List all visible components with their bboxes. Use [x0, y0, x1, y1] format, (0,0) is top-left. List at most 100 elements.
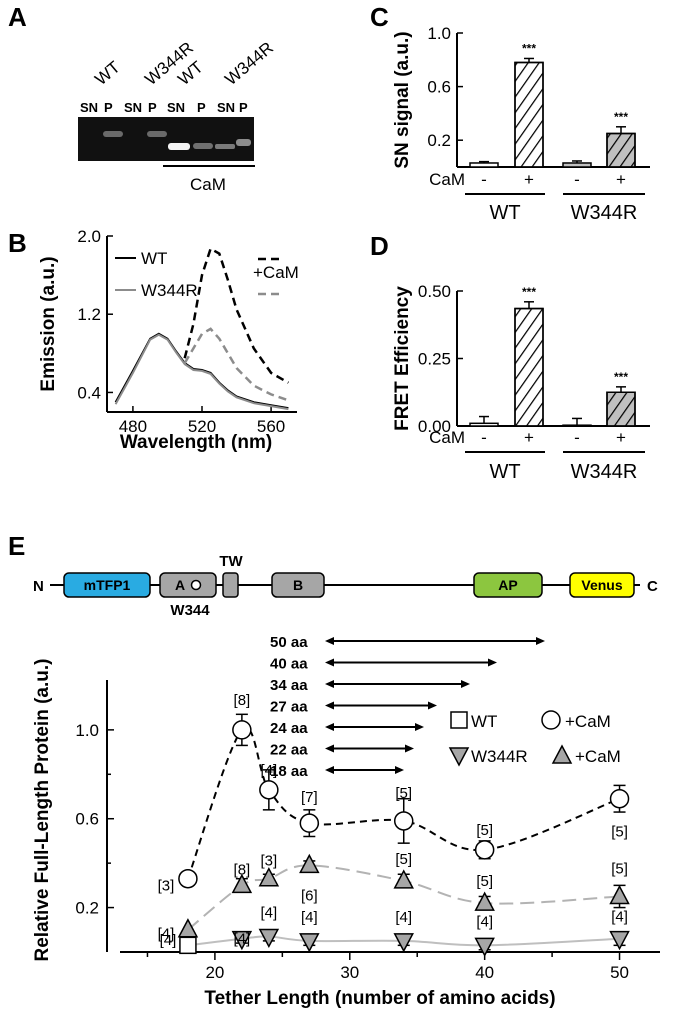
cam-sign: - [481, 428, 487, 447]
cam-sign: + [524, 428, 534, 447]
x-tick-label: 480 [119, 417, 147, 436]
mutation-label: W344 [170, 602, 210, 619]
marker-triangle-up [177, 918, 199, 938]
cam-sign: + [524, 170, 534, 189]
marker-triangle-up [393, 869, 414, 889]
arrow-head [325, 766, 334, 774]
legend-label: +CaM [575, 747, 621, 766]
legend-label: W344R [141, 281, 198, 300]
y-tick-label: 0.00 [418, 417, 451, 436]
n-label: [4] [301, 909, 318, 926]
tether-label: 18 aa [270, 763, 308, 780]
n-label: [4] [611, 909, 628, 926]
arrow-head [325, 744, 334, 753]
marker-triangle-down [258, 928, 280, 949]
cam-label: CaM [190, 175, 226, 194]
x-tick-label: 40 [475, 963, 494, 982]
marker-triangle-up [474, 891, 495, 911]
marker-triangle-down [474, 937, 495, 957]
bar-hatch [514, 61, 544, 168]
arrow-head [428, 701, 437, 710]
panel-a: A WT W344R WT W344R SN P SN P SN P SN P … [8, 2, 277, 194]
marker-triangle-down [609, 930, 630, 951]
domain-mtfp1 [63, 572, 151, 598]
marker-circle [299, 813, 320, 833]
panel-letter-c: C [370, 2, 389, 32]
n-label: [5] [395, 851, 412, 868]
marker-square [450, 711, 468, 729]
arrow-head [325, 701, 334, 710]
marker-triangle-up [609, 884, 630, 905]
y-axis-label: SN signal (a.u.) [392, 31, 413, 168]
n-label: [4] [261, 762, 278, 779]
legend-label: WT [141, 249, 167, 268]
lane-label: P [197, 100, 206, 115]
bar-hatch [606, 132, 636, 168]
y-axis-label: Emission (a.u.) [38, 256, 59, 391]
panel-letter-e: E [8, 531, 25, 561]
x-tick-label: 30 [340, 963, 359, 982]
y-tick-label: 2.0 [77, 227, 101, 246]
lane-label: SN [80, 100, 98, 115]
panel-letter-a: A [8, 2, 27, 32]
x-axis-label: Wavelength (nm) [120, 432, 272, 453]
arrow-head [405, 744, 414, 753]
marker-circle [541, 710, 561, 730]
n-label: [4] [261, 904, 278, 921]
tether-label: 24 aa [270, 720, 308, 737]
legend-label: +CaM [253, 263, 299, 282]
tether-label: 22 aa [270, 742, 308, 759]
marker-circle [232, 720, 252, 740]
significance-label: *** [522, 41, 536, 55]
cam-sign: - [574, 170, 580, 189]
construct-diagram: N C mTFP1 A TW B AP Venus W344 [33, 553, 658, 619]
marker-triangle-up [551, 744, 573, 764]
panel-letter-d: D [370, 231, 389, 261]
tether-label: 40 aa [270, 656, 308, 673]
arrow-head [325, 658, 334, 667]
arrow-head [488, 658, 497, 667]
c-terminus: C [647, 578, 658, 595]
y-tick-label: 0.25 [418, 350, 451, 369]
y-tick-label: 0.6 [75, 810, 99, 829]
y-tick-label: 1.0 [75, 721, 99, 740]
n-label: [8] [234, 692, 251, 709]
cam-row-label: CaM [429, 170, 465, 189]
bar-hatch [606, 391, 636, 427]
panel-letter-b: B [8, 228, 27, 258]
n-label: [4] [476, 913, 493, 930]
n-label: [5] [611, 824, 628, 841]
marker-triangle-up [299, 853, 320, 874]
series-line [114, 333, 289, 411]
cam-row-label: CaM [429, 428, 465, 447]
gel-band [236, 139, 251, 146]
x-tick-label: 520 [188, 417, 216, 436]
gel-band [193, 143, 213, 149]
significance-label: *** [522, 285, 536, 299]
marker-triangle-up [258, 867, 280, 887]
marker-circle [259, 780, 279, 800]
series-line [183, 327, 289, 402]
legend-label: WT [471, 712, 497, 731]
y-tick-label: 1.2 [77, 305, 101, 324]
lane-label: P [239, 100, 248, 115]
lane-label: SN [124, 100, 142, 115]
lane-group-label: WT [91, 58, 123, 90]
y-tick-label: 1.0 [427, 24, 451, 43]
n-label: [3] [261, 853, 278, 870]
gel-band [168, 143, 190, 150]
bar [469, 422, 499, 427]
group-label: W344R [571, 461, 638, 483]
y-tick-label: 0.2 [75, 899, 99, 918]
bar [562, 424, 592, 427]
n-label: [8] [234, 861, 251, 878]
bar [562, 162, 592, 168]
domain-b [271, 572, 325, 598]
lane-label: SN [217, 100, 235, 115]
n-label: [7] [301, 789, 318, 806]
gel-image [78, 117, 254, 161]
